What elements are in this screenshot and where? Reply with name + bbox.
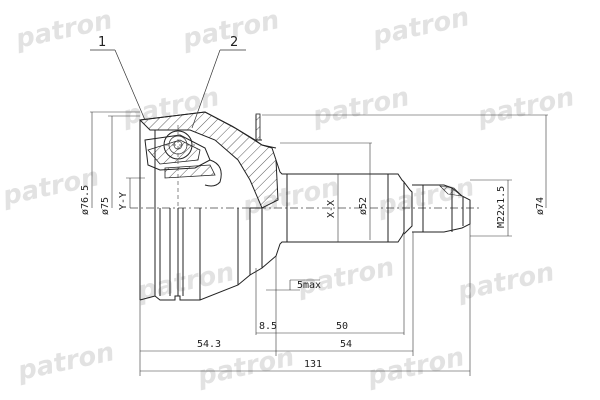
dim-d76-5: ø76.5 xyxy=(80,185,91,215)
watermark-text: patron xyxy=(454,257,557,307)
dim-d52: ø52 xyxy=(358,197,369,215)
dim-5max: 5max xyxy=(297,280,321,291)
dim-50: 50 xyxy=(336,321,348,332)
dim-54-3: 54.3 xyxy=(197,339,221,350)
shaft xyxy=(261,159,471,269)
joint-body-outline xyxy=(139,120,263,301)
callouts: 1 2 xyxy=(90,35,246,129)
watermark-text: patron xyxy=(369,2,472,52)
bottom-dimensions: 5max 8.5 50 54.3 54 131 xyxy=(139,224,471,376)
watermark-text: patron xyxy=(294,252,397,302)
dim-8-5: 8.5 xyxy=(259,321,277,332)
watermark-text: patron xyxy=(364,342,467,392)
right-dimensions: ø74 ø52 X-X M22x1.5 xyxy=(262,114,548,242)
dim-54: 54 xyxy=(340,339,352,350)
dim-131: 131 xyxy=(304,359,322,370)
watermark-text: patron xyxy=(14,337,117,387)
ball xyxy=(163,130,193,160)
watermark-text: patron xyxy=(474,82,577,132)
left-dimensions: ø76.5 ø75 Y-Y xyxy=(80,111,145,215)
label-x-x: X-X xyxy=(326,200,337,218)
callout-2: 2 xyxy=(230,35,238,50)
watermark-text: patron xyxy=(309,82,412,132)
dim-thread: M22x1.5 xyxy=(496,186,507,228)
dim-d75: ø75 xyxy=(100,197,111,215)
callout-1: 1 xyxy=(98,35,106,50)
joint-body-section xyxy=(138,111,279,210)
watermark-text: patron xyxy=(374,172,477,222)
dim-d74: ø74 xyxy=(535,197,546,215)
label-y-y: Y-Y xyxy=(118,192,129,210)
